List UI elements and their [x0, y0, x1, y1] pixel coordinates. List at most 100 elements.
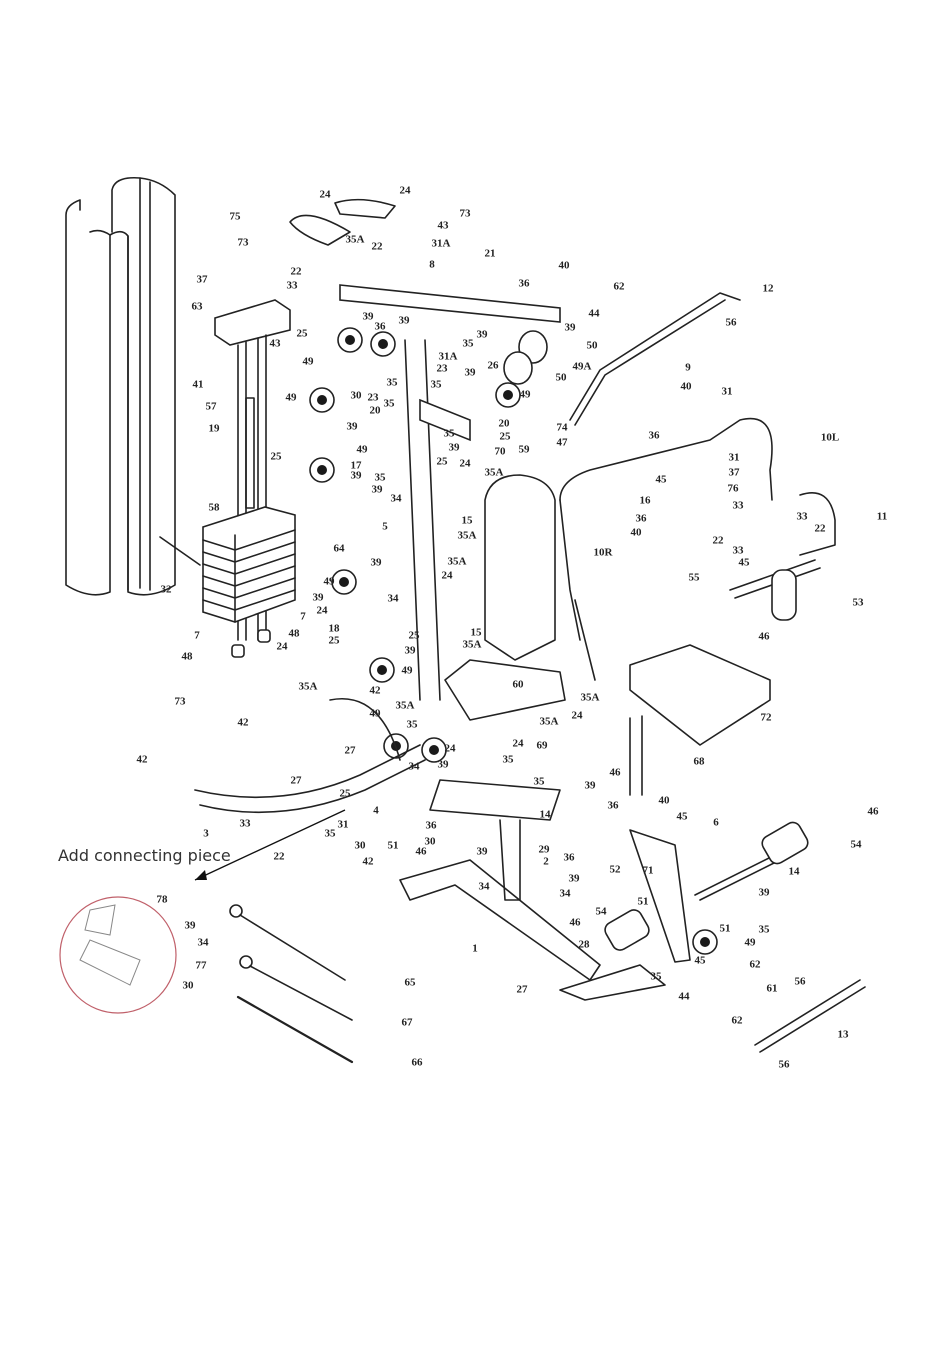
part-label-p22c: 22	[814, 522, 826, 535]
part-label-p56b: 56	[794, 975, 806, 988]
part-label-p35a: 35	[462, 337, 474, 350]
part-label-p14b: 14	[788, 865, 800, 878]
part-label-p22a: 22	[371, 240, 383, 253]
part-label-p34d: 34	[478, 880, 490, 893]
base-frame	[194, 698, 866, 1053]
part-label-p27a: 27	[344, 744, 356, 757]
part-label-p35c: 35	[430, 378, 442, 391]
part-label-p24h: 24	[444, 742, 456, 755]
part-label-p49f: 49	[401, 664, 413, 677]
part-label-p51c: 51	[719, 922, 731, 935]
part-label-p35e: 35	[443, 427, 455, 440]
press-arms	[559, 292, 836, 681]
part-label-p7a: 7	[300, 610, 306, 623]
part-label-p29: 29	[538, 843, 550, 856]
part-label-p22b: 22	[290, 265, 302, 278]
part-label-p35Aa: 35A	[345, 233, 365, 246]
part-label-p43a: 43	[437, 219, 449, 232]
part-label-p42d: 42	[362, 855, 374, 868]
part-label-p45b: 45	[738, 556, 750, 569]
part-label-p37b: 37	[728, 466, 740, 479]
part-label-p78: 78	[156, 893, 168, 906]
part-label-p76: 76	[727, 482, 739, 495]
detail-circle	[59, 809, 346, 1014]
part-label-p67: 67	[401, 1016, 413, 1029]
part-label-p33d: 33	[732, 544, 744, 557]
part-label-p24g: 24	[571, 709, 583, 722]
part-label-p40b: 40	[680, 380, 692, 393]
part-label-p45c: 45	[676, 810, 688, 823]
part-label-p12: 12	[762, 282, 774, 295]
part-label-p35g: 35	[406, 718, 418, 731]
part-label-p73c: 73	[174, 695, 186, 708]
part-label-p24i: 24	[512, 737, 524, 750]
part-label-p35d: 35	[383, 397, 395, 410]
part-label-p54a: 54	[850, 838, 862, 851]
part-label-p30b: 30	[354, 839, 366, 852]
main-upright	[404, 339, 471, 701]
part-label-p15a: 15	[461, 514, 473, 527]
top-beam	[289, 198, 561, 323]
part-label-p35Ad: 35A	[447, 555, 467, 568]
part-label-p44b: 44	[678, 990, 690, 1003]
part-label-p44a: 44	[588, 307, 600, 320]
part-label-p39n: 39	[584, 779, 596, 792]
part-label-p27c: 27	[516, 983, 528, 996]
part-label-p36f: 36	[425, 819, 437, 832]
part-label-p65: 65	[404, 976, 416, 989]
part-label-p71: 71	[642, 864, 654, 877]
part-label-p14a: 14	[539, 808, 551, 821]
part-label-p39o: 39	[476, 845, 488, 858]
part-label-p31Ab: 31A	[438, 350, 458, 363]
part-label-p25a: 25	[296, 327, 308, 340]
part-label-p13: 13	[837, 1028, 849, 1041]
part-label-p51a: 51	[387, 839, 399, 852]
part-label-p25c: 25	[270, 450, 282, 463]
part-label-p39j: 39	[370, 556, 382, 569]
part-label-p40a: 40	[558, 259, 570, 272]
part-label-p73b: 73	[237, 236, 249, 249]
part-label-p34f: 34	[197, 936, 209, 949]
part-label-p54b: 54	[595, 905, 607, 918]
part-label-p22e: 22	[273, 850, 285, 863]
part-label-p24f: 24	[276, 640, 288, 653]
part-label-p6: 6	[713, 816, 719, 829]
part-label-p49Aa: 49A	[572, 360, 592, 373]
part-label-p56a: 56	[725, 316, 737, 329]
part-label-p62b: 62	[749, 958, 761, 971]
part-label-p39f: 39	[346, 420, 358, 433]
part-label-p68: 68	[693, 755, 705, 768]
part-label-p74: 74	[556, 421, 568, 434]
part-label-p49a: 49	[302, 355, 314, 368]
part-label-p42c: 42	[136, 753, 148, 766]
part-label-p24c: 24	[459, 457, 471, 470]
part-label-p35Ai: 35A	[539, 715, 559, 728]
part-label-p57: 57	[205, 400, 217, 413]
part-label-p48a: 48	[288, 627, 300, 640]
part-label-p24e: 24	[316, 604, 328, 617]
part-label-p30d: 30	[182, 979, 194, 992]
part-label-p39h: 39	[350, 469, 362, 482]
part-label-p70: 70	[494, 445, 506, 458]
part-label-p58: 58	[208, 501, 220, 514]
part-label-p61: 61	[766, 982, 778, 995]
part-label-p49d: 49	[356, 443, 368, 456]
part-label-p36b: 36	[374, 320, 386, 333]
shroud-part	[65, 176, 201, 596]
part-label-p52: 52	[609, 863, 621, 876]
part-label-p19: 19	[208, 422, 220, 435]
part-label-p37a: 37	[196, 273, 208, 286]
part-label-p2: 2	[543, 855, 549, 868]
part-label-p45d: 45	[694, 954, 706, 967]
part-label-p11: 11	[876, 510, 888, 523]
weight-tower	[202, 299, 296, 658]
part-label-p15b: 15	[470, 626, 482, 639]
part-label-p59: 59	[518, 443, 530, 456]
part-label-p36e: 36	[607, 799, 619, 812]
part-label-p63: 63	[191, 300, 203, 313]
part-label-p31c: 31	[337, 818, 349, 831]
part-label-p25d: 25	[436, 455, 448, 468]
part-label-p39g: 39	[448, 441, 460, 454]
